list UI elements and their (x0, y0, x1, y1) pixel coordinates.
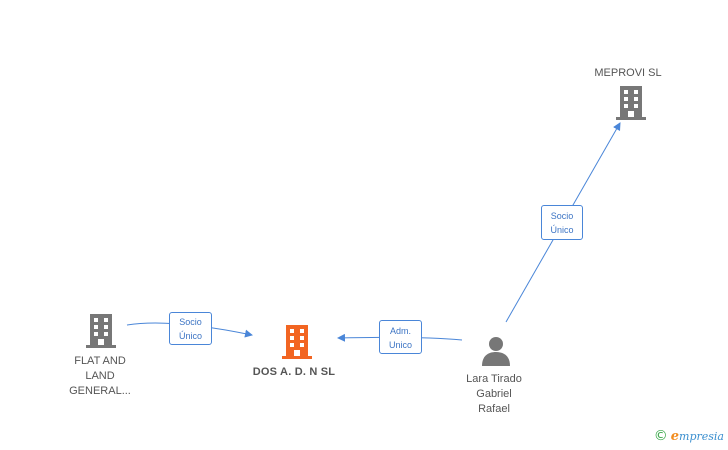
building-icon-focus[interactable] (282, 325, 312, 359)
brand-logo-name: mpresia (679, 429, 724, 443)
copyright-icon: © (653, 428, 668, 444)
edge-label-socio-unico-meprovi[interactable]: Socio Único (541, 205, 583, 240)
edge-label-adm-unico[interactable]: Adm. Unico (379, 320, 422, 354)
node-label-person[interactable]: Lara Tirado Gabriel Rafael (466, 373, 522, 415)
building-icon[interactable] (616, 86, 646, 120)
person-icon[interactable] (482, 336, 510, 366)
node-label-flat-and-land[interactable]: FLAT AND LAND GENERAL... (69, 355, 131, 397)
node-label-focus-company[interactable]: DOS A. D. N SL (252, 366, 336, 378)
edge-label-socio-unico-flat[interactable]: Socio Único (169, 312, 212, 345)
brand-logo-e: e (670, 428, 680, 444)
node-label-meprovi[interactable]: MEPROVI SL (594, 67, 662, 79)
building-icon[interactable] (86, 314, 116, 348)
